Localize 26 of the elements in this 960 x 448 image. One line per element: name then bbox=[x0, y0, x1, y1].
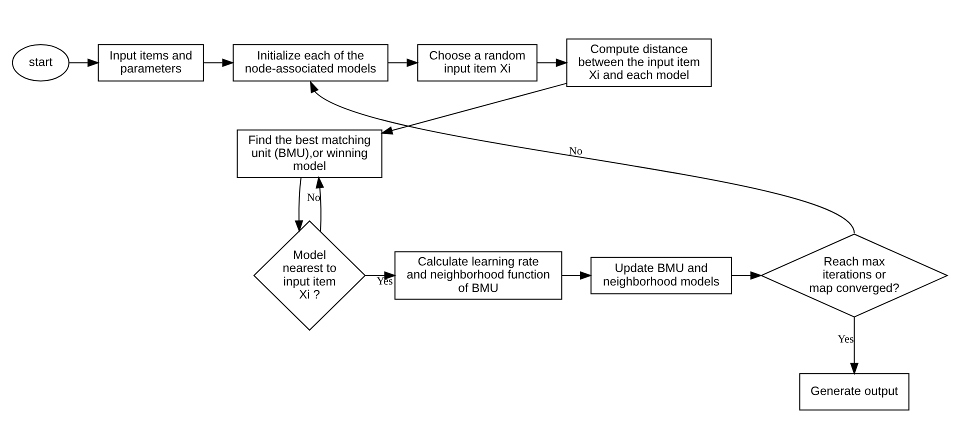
arrow bbox=[732, 270, 762, 280]
edge-label: No bbox=[306, 192, 320, 204]
arrow bbox=[388, 58, 419, 67]
arrow bbox=[294, 177, 304, 232]
edge-label: Yes bbox=[376, 274, 393, 287]
arrow bbox=[562, 270, 592, 280]
node-box: Find the best matching unit (BMU),or winning model bbox=[236, 129, 382, 178]
node-box: Compute distance between the input item Xi and each model bbox=[566, 38, 712, 87]
arrow bbox=[380, 82, 567, 134]
node-box: Update BMU and neighborhood models bbox=[590, 256, 732, 294]
arrow bbox=[850, 316, 859, 375]
node-diamond: Reach max iterations or map converged? bbox=[760, 233, 949, 318]
arrow bbox=[69, 58, 100, 67]
node-box: Input items and parameters bbox=[98, 44, 204, 81]
arrow bbox=[204, 58, 234, 67]
node-box: Generate output bbox=[799, 372, 910, 410]
arrow bbox=[365, 270, 396, 280]
node-box: Choose a random input item Xi bbox=[417, 44, 538, 81]
node-box: Calculate learning rate and neighborhood function of BMU bbox=[394, 250, 562, 300]
edge-label: No bbox=[568, 144, 582, 157]
node-ellipse: start bbox=[12, 44, 70, 81]
edge-label: Yes bbox=[838, 332, 854, 345]
arrow bbox=[537, 58, 568, 67]
arrow bbox=[316, 176, 324, 231]
node-box: Initialize each of the node-associated models bbox=[232, 44, 388, 81]
arrow bbox=[310, 80, 855, 233]
